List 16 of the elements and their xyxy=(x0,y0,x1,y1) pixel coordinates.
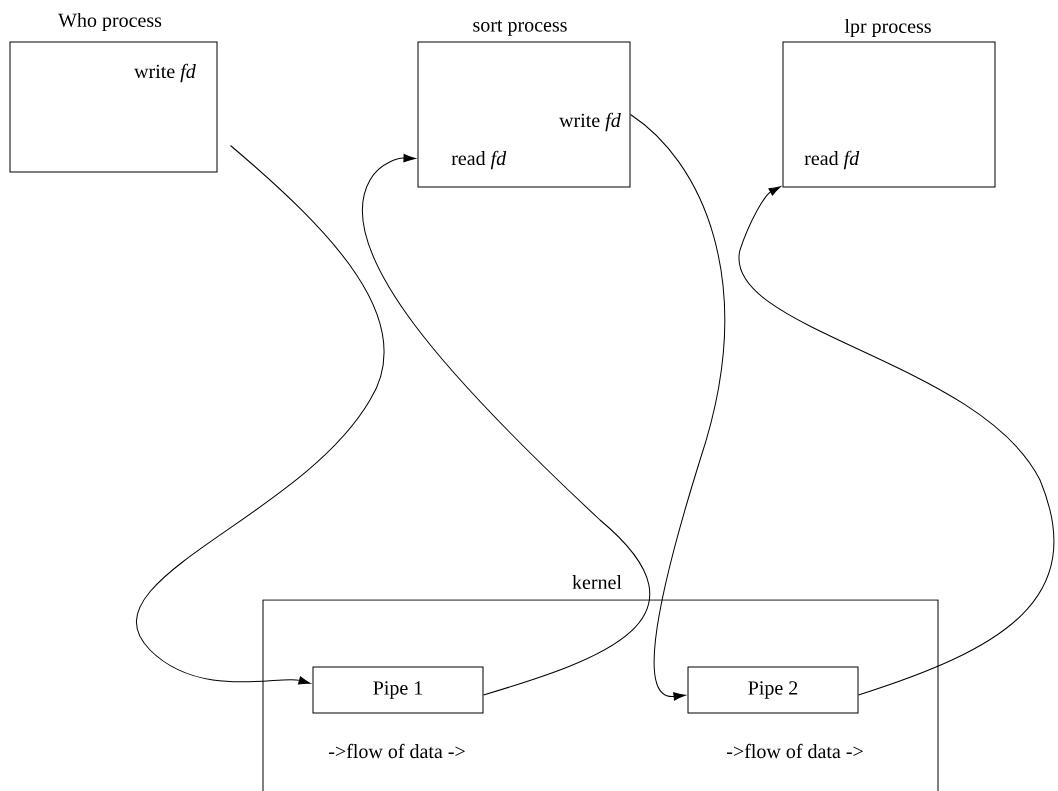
box-text: Pipe 1 xyxy=(373,681,423,699)
arrow xyxy=(630,114,725,701)
box-text: write fd xyxy=(134,63,196,83)
box-text: read fd xyxy=(451,150,507,170)
box-text: write fd xyxy=(559,112,621,132)
box-heading: sort process xyxy=(473,20,567,36)
box-heading: Who process xyxy=(58,12,162,32)
box-heading: kernel xyxy=(572,574,622,589)
flow-caption: ->flow of data -> xyxy=(727,743,863,759)
box-text: Pipe 2 xyxy=(748,681,798,699)
flow-caption: ->flow of data -> xyxy=(329,743,465,759)
arrow xyxy=(739,186,1055,696)
arrow xyxy=(362,153,650,696)
box-heading: lpr process xyxy=(844,18,931,38)
arrow xyxy=(136,145,385,685)
box-text: read fd xyxy=(804,150,860,170)
